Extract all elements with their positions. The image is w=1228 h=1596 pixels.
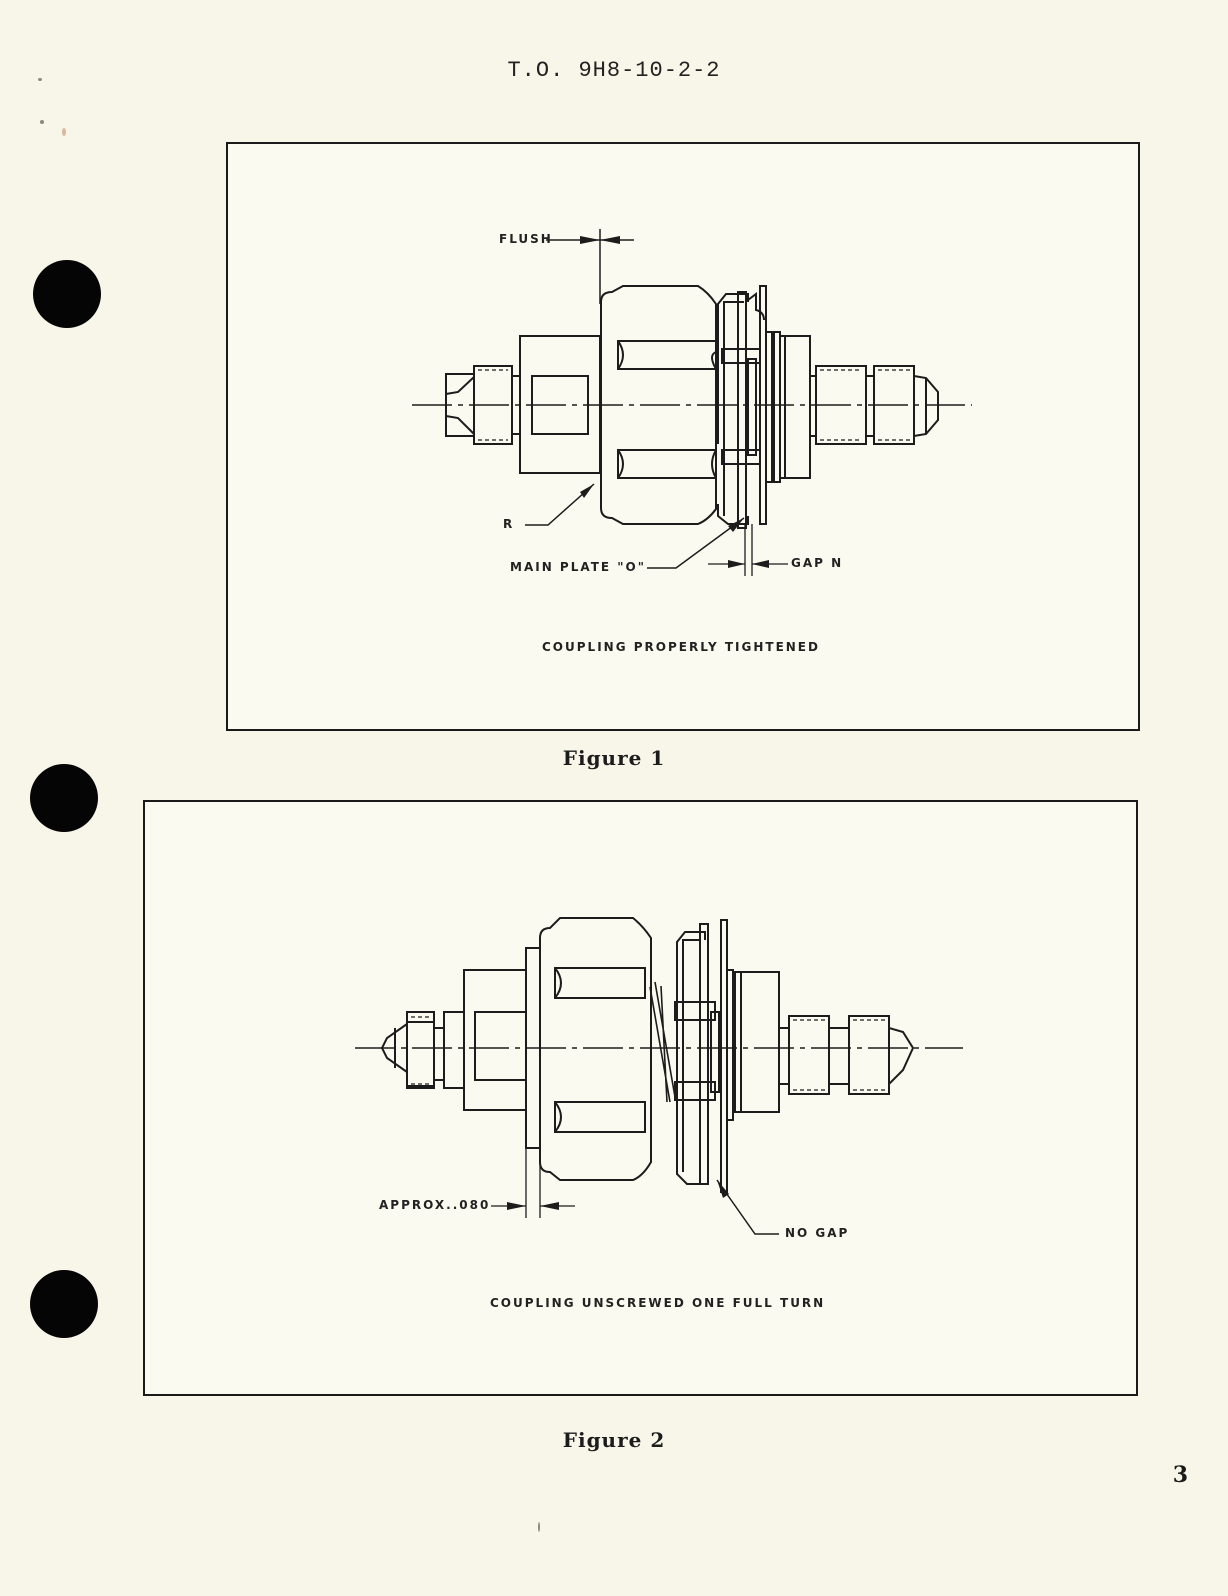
scan-speck	[62, 128, 66, 136]
callout-main-plate: MAIN PLATE "O"	[510, 560, 646, 574]
callout-no-gap: NO GAP	[785, 1226, 850, 1240]
figure-2-caption: COUPLING UNSCREWED ONE FULL TURN	[490, 1296, 826, 1310]
page-header: T.O. 9H8-10-2-2	[507, 58, 721, 83]
binder-hole-bottom	[30, 1270, 98, 1338]
page-number: 3	[1172, 1462, 1188, 1488]
figure-1-caption: COUPLING PROPERLY TIGHTENED	[542, 640, 820, 654]
scan-speck	[38, 78, 42, 81]
figure-1-title: Figure 1	[562, 746, 666, 770]
binder-hole-top	[33, 260, 101, 328]
scan-speck	[538, 1522, 540, 1532]
figure-1-coupling-drawing	[412, 229, 972, 576]
binder-hole-middle	[30, 764, 98, 832]
scan-speck	[40, 120, 44, 124]
callout-approx: APPROX..080	[379, 1198, 491, 1212]
figure-2-frame: APPROX..080 NO GAP COUPLING UNSCREWED ON…	[143, 800, 1138, 1396]
callout-r: R	[503, 517, 515, 531]
figure-2-title: Figure 2	[562, 1428, 666, 1452]
figure-2-coupling-drawing	[355, 917, 963, 1235]
callout-gap: GAP N	[791, 556, 844, 570]
callout-flush: FLUSH	[499, 232, 553, 246]
figure-1-frame: FLUSH R MAIN PLATE "O" GAP N COUPLING PR…	[226, 142, 1140, 731]
